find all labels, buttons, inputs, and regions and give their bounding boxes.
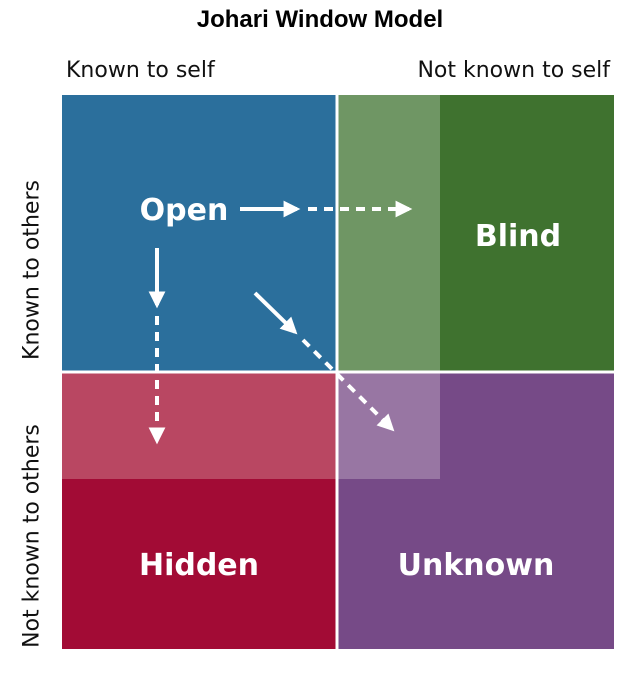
- quadrant-label-open: Open: [140, 193, 229, 228]
- column-label-not-known-to-self: Not known to self: [417, 58, 610, 83]
- arrow-open-to-unknown-solid: [253, 291, 298, 335]
- column-label-known-to-self: Known to self: [66, 58, 215, 83]
- quadrant-label-blind: Blind: [475, 219, 561, 254]
- quadrant-label-unknown: Unknown: [398, 548, 555, 583]
- quadrant-label-hidden: Hidden: [139, 548, 259, 583]
- arrow-open-to-unknown-dashed: [301, 338, 395, 432]
- quadrant-blind-overlap: [338, 95, 440, 371]
- diagram-title: Johari Window Model: [196, 6, 444, 33]
- quadrant-hidden-overlap: [62, 373, 336, 479]
